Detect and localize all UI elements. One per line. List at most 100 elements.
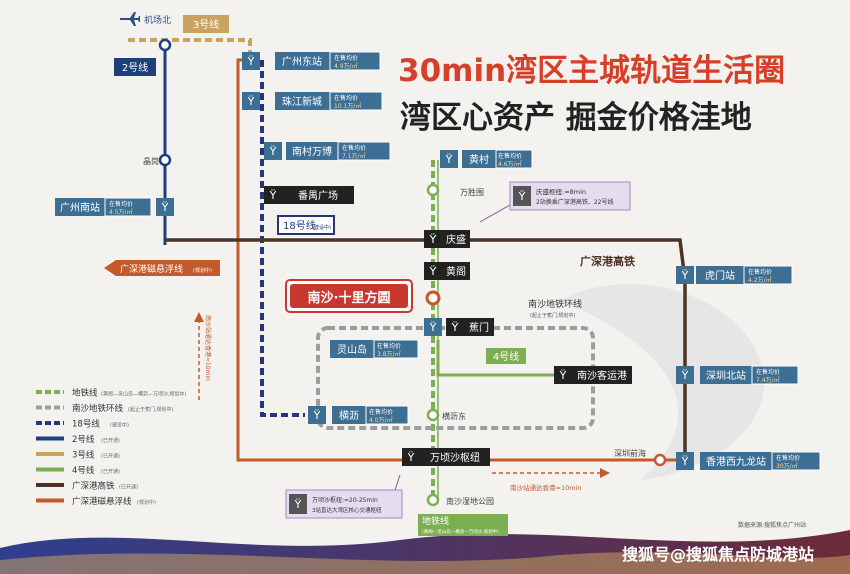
- svg-text:Ÿ: Ÿ: [429, 233, 437, 246]
- ring-note: (起止于蕉门,规划中): [530, 312, 576, 319]
- legend-label: 2号线: [72, 434, 95, 445]
- line4-label: 4号线: [493, 350, 519, 363]
- legend-item: 广深港高铁 (已开通): [36, 481, 138, 492]
- hsr-path: [165, 238, 687, 460]
- svg-text:Ÿ: Ÿ: [313, 409, 321, 422]
- station-qingsheng: Ÿ 庆盛: [424, 230, 470, 248]
- hk-arrow-head: [600, 468, 610, 478]
- svg-text:在售均价: 在售均价: [109, 200, 133, 208]
- svg-text:Ÿ: Ÿ: [269, 189, 277, 202]
- svg-text:4.0万/㎡: 4.0万/㎡: [369, 416, 393, 424]
- station-zhujiang-newtown: Ÿ 珠江新城 在售均价 10.1万/㎡: [242, 91, 383, 111]
- station-guangzhou-east: Ÿ 广州东站 在售均价 4.9万/㎡: [242, 51, 381, 71]
- station-label-airport: 机场北: [144, 14, 171, 26]
- svg-text:3.8万/㎡: 3.8万/㎡: [377, 350, 401, 358]
- hsr-line-label: 广深港高铁: [580, 254, 635, 268]
- station-nancun-wanbo: Ÿ 南村万博 在售均价 7.1万/㎡: [264, 141, 391, 161]
- decor-wave: [560, 283, 764, 480]
- svg-text:7.1万/㎡: 7.1万/㎡: [342, 152, 366, 160]
- svg-text:Ÿ: Ÿ: [269, 145, 277, 158]
- station-dot-wanshengwei: [426, 183, 440, 197]
- station-dot-hengliu-east: [426, 408, 440, 422]
- station-dot-wetland: [426, 493, 440, 507]
- svg-text:横沥: 横沥: [339, 409, 359, 422]
- svg-text:在售均价: 在售均价: [334, 54, 358, 62]
- legend-note: (已开通): [101, 437, 120, 444]
- highlight-badge: [290, 284, 408, 308]
- station-nansha-port: Ÿ 南沙客运港: [554, 366, 632, 384]
- legend-item: 18号线 (建设中): [36, 419, 129, 430]
- station-label-wetland: 南沙湿地公园: [446, 496, 494, 506]
- callout-qingsheng: Ÿ 庆盛枢纽:≈8min 2站换乘广深港高铁、22号线: [479, 181, 631, 223]
- legend-item: 3号线(已开通): [36, 450, 120, 461]
- ring-label: 南沙地铁环线: [528, 298, 582, 310]
- legend-label: 18号线: [72, 419, 100, 430]
- svg-text:广州东站: 广州东站: [282, 55, 322, 68]
- svg-text:万顷沙枢纽: 万顷沙枢纽: [430, 451, 480, 464]
- svg-text:30万/㎡: 30万/㎡: [776, 462, 798, 470]
- to-hk-note: 南沙站通达香港≈10min: [510, 483, 581, 492]
- svg-text:Ÿ: Ÿ: [518, 190, 526, 203]
- station-wanqingsha-hub: Ÿ 万顷沙枢纽: [402, 448, 490, 466]
- legend-label: 4号线: [72, 465, 95, 476]
- legend-note: (已开通): [119, 484, 138, 491]
- station-huangcun: Ÿ 黄村 在售均价 4.6万/㎡: [440, 149, 533, 169]
- page-title: 30min湾区主城轨道生活圈: [398, 53, 785, 89]
- legend-note: (黄阁—灵山岛—横沥—万顷沙,规划中): [101, 391, 187, 398]
- station-label-jinggang: 晶岗: [143, 157, 159, 166]
- svg-text:4.5万/㎡: 4.5万/㎡: [109, 208, 133, 216]
- legend-note: (已开通): [101, 453, 120, 460]
- svg-text:Ÿ: Ÿ: [247, 95, 255, 108]
- svg-text:Ÿ: Ÿ: [247, 55, 255, 68]
- line18-label: 18号线: [283, 219, 316, 232]
- station-dot-qianhai: [653, 453, 667, 467]
- svg-text:珠江新城: 珠江新城: [282, 95, 322, 108]
- legend-item: 地铁线(黄阁—灵山岛—横沥—万顷沙,规划中): [36, 388, 187, 399]
- svg-text:4.6万/㎡: 4.6万/㎡: [498, 160, 522, 168]
- svg-text:在售均价: 在售均价: [342, 144, 366, 152]
- bottom-wave-gold: [0, 552, 850, 574]
- legend-label: 广深港高铁: [72, 481, 115, 492]
- maglev-badge: [116, 260, 220, 276]
- legend-item: 4号线(已开通): [36, 465, 120, 476]
- svg-text:3站直达大湾区核心交通枢纽: 3站直达大湾区核心交通枢纽: [312, 506, 382, 514]
- svg-text:蕉门: 蕉门: [469, 321, 489, 334]
- svg-text:南沙客运港: 南沙客运港: [577, 369, 627, 382]
- station-hengli: Ÿ 横沥 在售均价 4.0万/㎡: [308, 405, 409, 425]
- svg-text:深圳北站: 深圳北站: [706, 369, 746, 382]
- svg-text:广州南站: 广州南站: [60, 201, 100, 214]
- line3-label: 3号线: [193, 18, 219, 31]
- watermark: 搜狐号@搜狐焦点防城港站: [622, 545, 814, 564]
- station-hk-west-kowloon: Ÿ 香港西九龙站 在售均价 30万/㎡: [676, 451, 821, 471]
- svg-text:在售均价: 在售均价: [369, 408, 393, 416]
- legend-item: 2号线 (已开通): [36, 434, 120, 445]
- svg-text:番禺广场: 番禺广场: [298, 189, 338, 202]
- legend-item: 广深港磁悬浮线(规划中): [36, 496, 156, 507]
- station-label-hengliu-east: 横沥东: [442, 411, 466, 421]
- svg-text:在售均价: 在售均价: [756, 368, 780, 376]
- svg-text:Ÿ: Ÿ: [451, 321, 459, 334]
- svg-text:Ÿ: Ÿ: [429, 321, 437, 334]
- legend-item: 南沙地铁环线(起止于蕉门,规划中): [36, 403, 174, 414]
- line4-port-path: [436, 340, 560, 377]
- station-dot-airport: [158, 38, 172, 52]
- legend-note: (建设中): [110, 422, 129, 429]
- source-note: 数据来源:搜狐焦点广州站: [738, 521, 806, 529]
- svg-text:4.9万/㎡: 4.9万/㎡: [334, 62, 358, 70]
- svg-text:在售均价: 在售均价: [334, 94, 358, 102]
- station-humen: Ÿ 虎门站 在售均价 4.2万/㎡: [676, 265, 793, 285]
- svg-text:在售均价: 在售均价: [377, 342, 401, 350]
- maglev-label: 广深港磁悬浮线: [120, 263, 183, 275]
- station-dot-nansha: [425, 290, 441, 306]
- line3-badge: [183, 15, 229, 33]
- vertical-arrow-head: [194, 312, 204, 322]
- legend-note: (起止于蕉门,规划中): [128, 406, 174, 413]
- svg-text:Ÿ: Ÿ: [161, 201, 169, 214]
- station-label-wanshengwei: 万胜围: [460, 187, 484, 197]
- maglev-note: (规划中): [193, 267, 212, 274]
- svg-text:Ÿ: Ÿ: [407, 451, 415, 464]
- station-shenzhen-north: Ÿ 深圳北站 在售均价 7.4万/㎡: [676, 365, 799, 385]
- svg-text:7.4万/㎡: 7.4万/㎡: [756, 376, 780, 384]
